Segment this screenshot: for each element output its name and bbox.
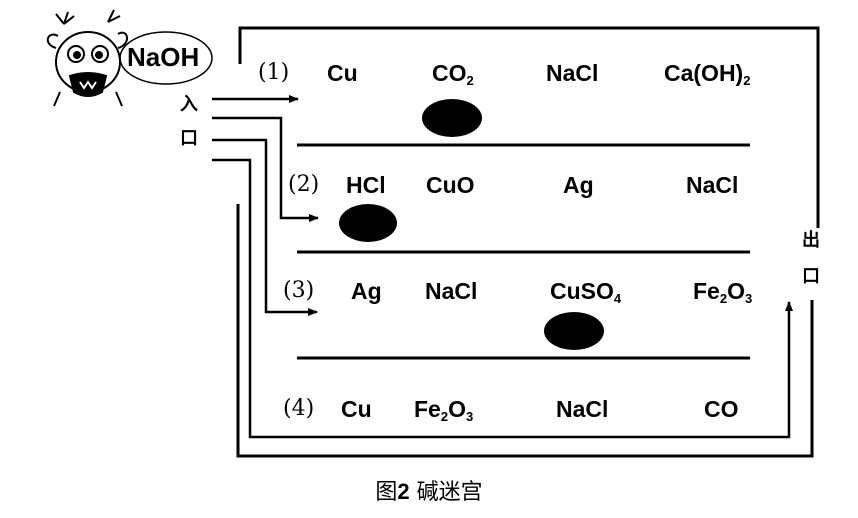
row-3-item-1: Ag: [351, 278, 382, 304]
maze-outer-left-bottom: [236, 204, 814, 458]
path-to-row-2: [212, 116, 319, 222]
row-4-item-1: Cu: [341, 396, 372, 422]
row-1-item-2: CO2: [432, 60, 474, 88]
row-2-item-4: NaCl: [686, 172, 739, 198]
row-3-number: (3): [283, 278, 315, 303]
row-2-item-2: CuO: [426, 172, 475, 198]
row-2-item-1: HCl: [346, 172, 386, 198]
exit-label-2: 口: [802, 266, 820, 287]
row-3-item-4: Fe2O3: [693, 278, 753, 306]
maze-outer-frame: [238, 26, 820, 228]
row-3-item-2: NaCl: [425, 278, 478, 304]
figure-caption: 图2 碱迷宫: [375, 479, 483, 505]
row-4-item-3: NaCl: [556, 396, 609, 422]
entrance-label-2: 口: [180, 128, 198, 149]
start-label: NaOH: [127, 42, 200, 72]
blocker-blob-3: [544, 312, 604, 350]
exit-label-1: 出: [802, 230, 820, 251]
row-4-number: (4): [283, 396, 315, 421]
row-1-item-3: NaCl: [546, 60, 599, 86]
mascot-icon: [46, 9, 128, 107]
row-4-item-4: CO: [704, 396, 739, 422]
entrance-label-1: 入: [180, 94, 198, 115]
blocker-blob-1: [422, 99, 482, 137]
row-4-item-2: Fe2O3: [414, 396, 474, 424]
path-to-row-3: [212, 138, 318, 316]
path-to-exit: [212, 158, 793, 439]
blocker-blob-2: [339, 204, 397, 242]
row-1-number: (1): [258, 60, 290, 85]
row-3-item-3: CuSO4: [550, 278, 622, 306]
row-2-item-3: Ag: [563, 172, 594, 198]
row-1-item-4: Ca(OH)2: [664, 60, 751, 88]
row-2-number: (2): [288, 172, 320, 197]
row-1-item-1: Cu: [327, 60, 358, 86]
